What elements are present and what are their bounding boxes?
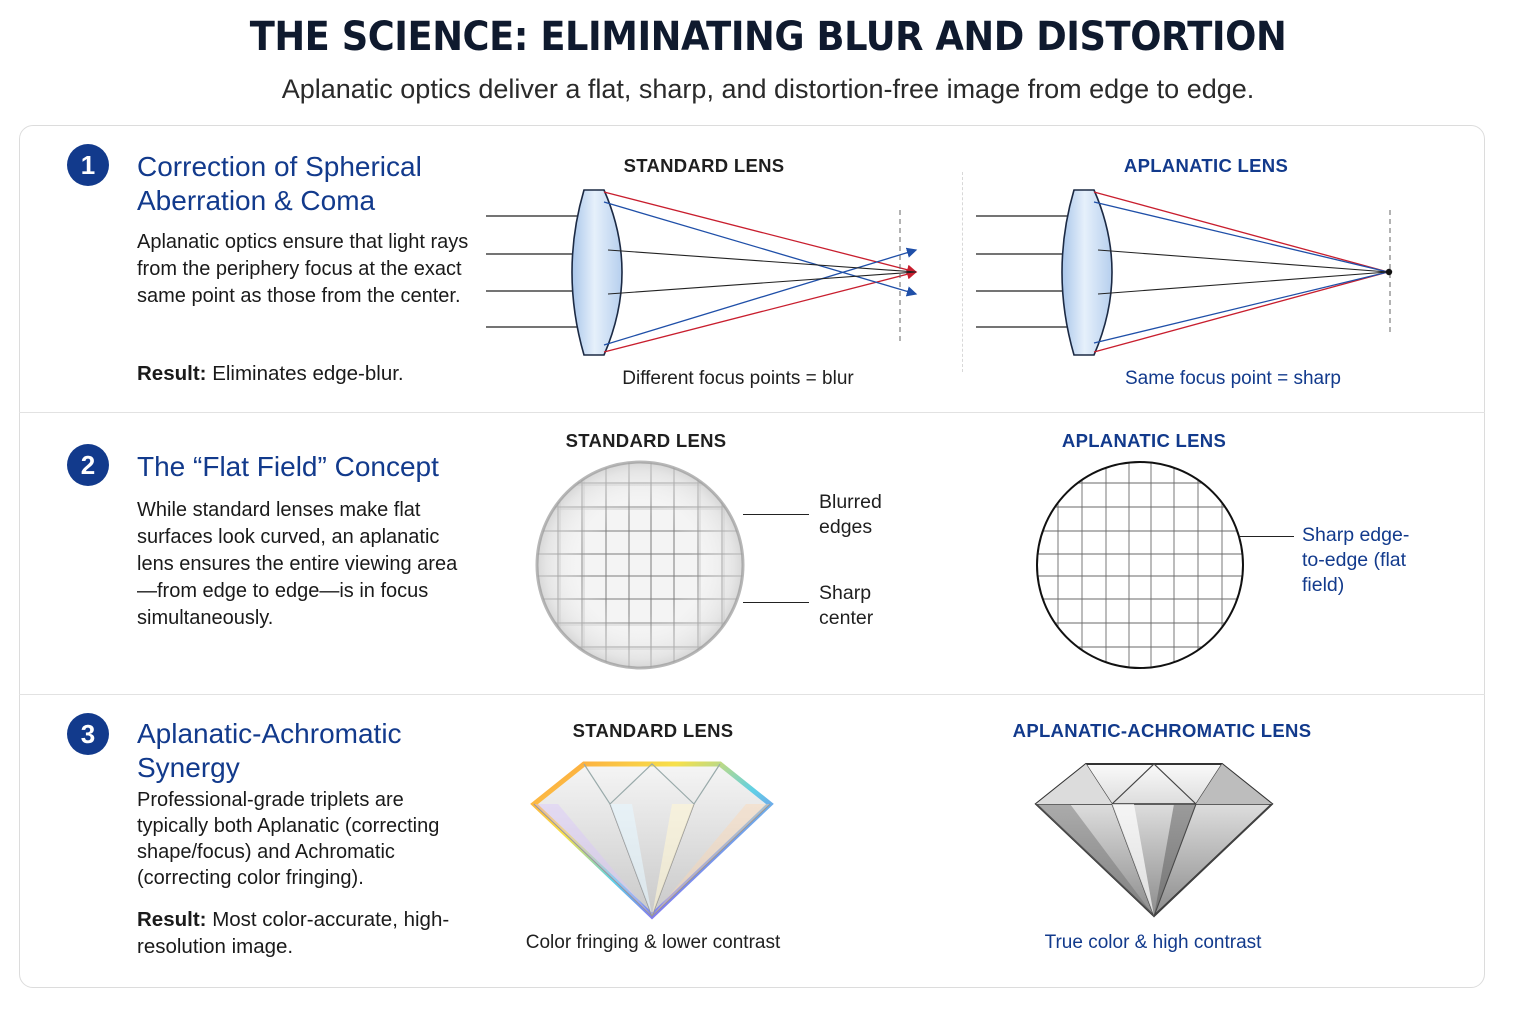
sharp-grid-circle <box>1036 461 1244 669</box>
aplanatic-lens-label: APLANATIC LENS <box>1061 430 1227 451</box>
standard-lens-label: STANDARD LENS <box>572 720 734 741</box>
fringed-diamond-icon <box>530 761 774 920</box>
section-1-title: Correction of Spherical Aberration & Com… <box>137 151 422 216</box>
standard-lens-label: STANDARD LENS <box>623 155 785 176</box>
section-1-result: Result: Eliminates edge-blur. <box>137 360 477 387</box>
sharp-edge-callout: Sharp edge-to-edge (flat field) <box>1302 524 1410 596</box>
result-text: Most color-accurate, high-resolution ima… <box>137 908 450 958</box>
standard-lens-ray-diagram <box>486 189 918 356</box>
section-1-badge: 1 <box>67 144 109 186</box>
aplanatic-lens-label: APLANATIC LENS <box>1123 155 1289 176</box>
aplanatic-lens-ray-diagram <box>976 189 1393 356</box>
result-text: Eliminates edge-blur. <box>212 362 404 385</box>
lens-shape <box>571 189 623 356</box>
focal-point <box>1385 268 1393 276</box>
page-title: THE SCIENCE: ELIMINATING BLUR AND DISTOR… <box>249 14 1287 60</box>
section-2-badge: 2 <box>67 444 109 486</box>
section-2-title: The “Flat Field” Concept <box>137 451 439 482</box>
section-3-body: Professional-grade triplets are typicall… <box>137 789 440 889</box>
section-divider <box>19 694 1485 695</box>
section-1-body: Aplanatic optics ensure that light rays … <box>137 231 469 307</box>
sharp-center-callout: Sharp center <box>819 582 874 629</box>
lens-shape <box>1061 189 1113 356</box>
section-2-body: While standard lenses make flat surfaces… <box>137 499 458 629</box>
section-divider <box>19 412 1485 413</box>
section-3-title: Aplanatic-Achromatic Synergy <box>137 718 402 783</box>
result-label: Result: <box>137 908 207 931</box>
aplanatic-lens-caption: Same focus point = sharp <box>1125 368 1341 389</box>
section-3-result: Result: Most color-accurate, high-resolu… <box>137 906 457 960</box>
standard-lens-label: STANDARD LENS <box>565 430 727 451</box>
result-label: Result: <box>137 362 207 385</box>
callout-line <box>743 602 809 603</box>
page-subtitle: Aplanatic optics deliver a flat, sharp, … <box>281 74 1255 104</box>
aplanatic-achromatic-lens-label: APLANATIC-ACHROMATIC LENS <box>1012 720 1312 741</box>
panel-separator <box>962 172 963 372</box>
standard-lens-caption: Different focus points = blur <box>622 368 854 389</box>
standard-lens-caption: Color fringing & lower contrast <box>525 932 781 953</box>
clean-diamond-icon <box>1034 763 1274 918</box>
callout-line <box>1240 536 1294 537</box>
section-3-badge: 3 <box>67 713 109 755</box>
blurred-edges-callout: Blurred edges <box>819 491 882 538</box>
blurred-grid-circle <box>535 460 745 670</box>
callout-line <box>743 514 809 515</box>
aplanatic-achromatic-caption: True color & high contrast <box>1044 932 1262 953</box>
